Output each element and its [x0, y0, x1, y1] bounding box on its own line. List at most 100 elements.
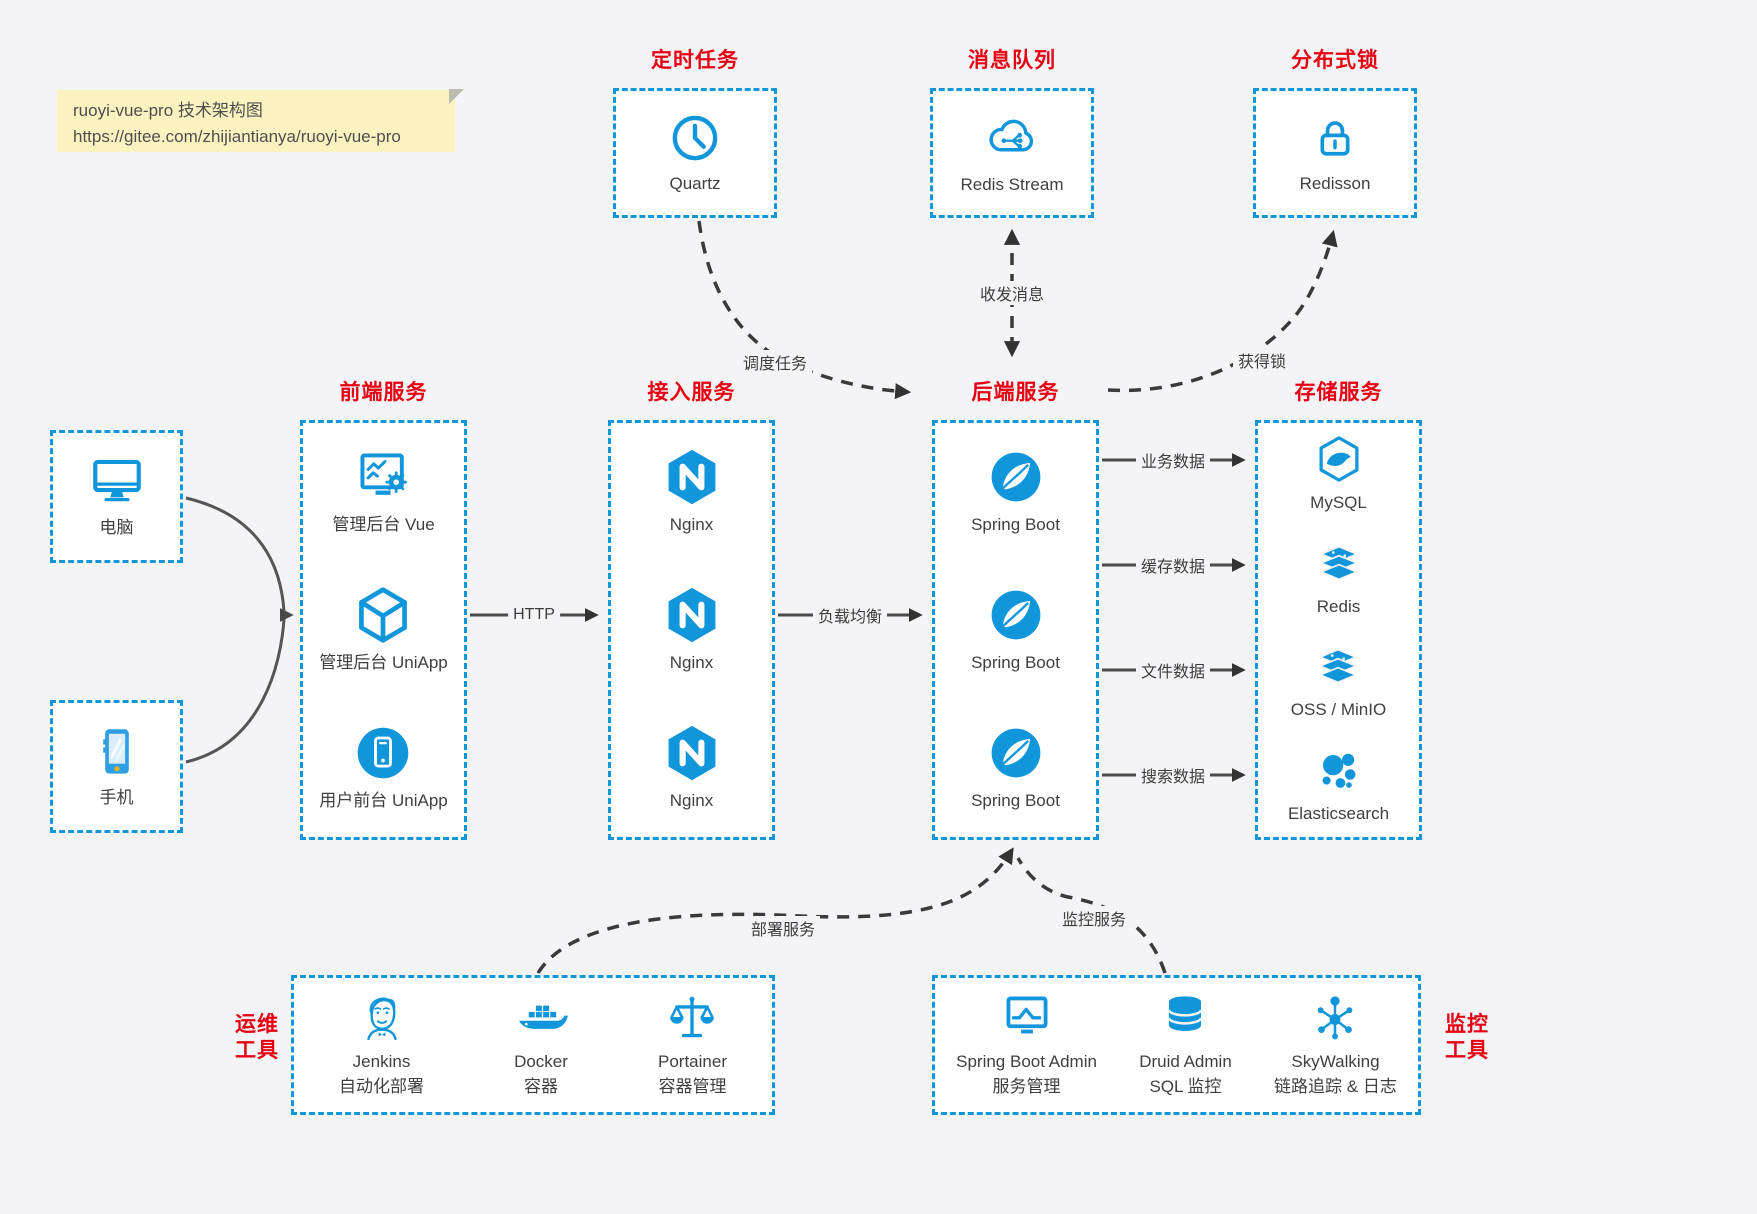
node-label: Druid Admin [1139, 1052, 1232, 1072]
node-label: Redis Stream [960, 174, 1064, 194]
frontend-item-user-uniapp: 用户前台 UniApp [319, 723, 448, 814]
section-title-distributed-lock: 分布式锁 [1291, 49, 1379, 72]
gateway-item-nginx-3: Nginx [662, 723, 722, 814]
node-label: Redisson [1299, 173, 1371, 193]
nginx-icon [662, 585, 722, 645]
docker-icon [519, 1005, 568, 1030]
edge-label-schedule: 调度任务 [737, 350, 813, 374]
edge-label-monitor: 监控服务 [1056, 906, 1132, 930]
gateway-item-nginx-1: Nginx [662, 447, 722, 538]
node-label: Quartz [669, 173, 721, 193]
arrow-lock [1107, 229, 1338, 393]
node-label: Docker [514, 1052, 568, 1072]
note-url: https://gitee.com/zhijiantianya/ruoyi-vu… [73, 127, 401, 147]
node-label: SkyWalking [1291, 1052, 1380, 1072]
edge-label-deploy: 部署服务 [745, 916, 821, 940]
arrow-computer-to-frontend [185, 496, 286, 612]
node-label: Jenkins [352, 1052, 411, 1072]
node-sublabel: 容器 [523, 1077, 558, 1096]
spring-icon [989, 727, 1042, 779]
spring-icon [989, 451, 1042, 503]
edge-label-messaging: 收发消息 [974, 281, 1050, 305]
section-title-storage: 存储服务 [1294, 381, 1383, 404]
mobile-circle-icon [356, 725, 411, 780]
backend-item-spring-2: Spring Boot [971, 585, 1060, 676]
section-title-message-queue: 消息队列 [968, 49, 1056, 72]
oss-stack-icon [1319, 649, 1358, 684]
phone-node: 手机 [50, 700, 183, 833]
redisson-node: Redisson [1253, 88, 1417, 218]
cloud-share-icon [989, 119, 1034, 152]
redis-stream-node: Redis Stream [930, 88, 1094, 218]
skywalking-icon [1316, 995, 1354, 1041]
node-label: Nginx [669, 514, 714, 534]
quartz-node: Quartz [613, 88, 777, 218]
node-sublabel: SQL 监控 [1149, 1077, 1222, 1096]
node-sublabel: 链路追踪 & 日志 [1274, 1077, 1397, 1096]
node-sublabel: 自动化部署 [339, 1077, 424, 1096]
springboot-admin-icon [1006, 996, 1047, 1036]
node-label: Redis [1316, 596, 1361, 616]
elasticsearch-icon [1323, 753, 1356, 788]
node-label: Nginx [669, 652, 714, 672]
edge-label-load-balance: 负载均衡 [812, 603, 888, 627]
ops-item-jenkins: Jenkins 自动化部署 [339, 990, 424, 1099]
storage-services-box: MySQL Redis OSS / MinIO Elasticsearch [1255, 420, 1422, 840]
ops-item-portainer: Portainer 容器管理 [658, 990, 727, 1099]
edge-label-cache-data: 缓存数据 [1135, 553, 1211, 577]
section-title-monitoring-tools: 监控 工具 [1445, 1013, 1489, 1063]
spring-icon [989, 589, 1042, 641]
node-label: Spring Boot [971, 790, 1060, 810]
ops-tools-box: Jenkins 自动化部署 Docker 容器 Portainer 容器管理 [291, 975, 775, 1115]
storage-item-oss-minio: OSS / MinIO [1291, 640, 1386, 723]
section-title-ops-tools: 运维 工具 [235, 1013, 279, 1063]
druid-icon [1168, 995, 1203, 1033]
monitoring-item-druid: Druid Admin SQL 监控 [1139, 990, 1232, 1099]
computer-node: 电脑 [50, 430, 183, 563]
frontend-item-admin-uniapp: 管理后台 UniApp [319, 585, 448, 676]
node-label: 手机 [99, 788, 134, 808]
frontend-services-box: 管理后台 Vue 管理后台 UniApp 用户前台 UniApp [300, 420, 467, 840]
section-title-frontend: 前端服务 [339, 381, 428, 404]
gateway-services-box: Nginx Nginx Nginx [608, 420, 775, 840]
redis-stack-icon [1319, 545, 1358, 580]
note-fold-corner [449, 89, 464, 104]
storage-item-redis: Redis [1313, 537, 1365, 620]
edge-label-business-data: 业务数据 [1135, 448, 1211, 472]
node-sublabel: 容器管理 [658, 1077, 727, 1096]
monitoring-tools-box: Spring Boot Admin 服务管理 Druid Admin SQL 监… [932, 975, 1421, 1115]
backend-item-spring-1: Spring Boot [971, 447, 1060, 538]
monitoring-item-skywalking: SkyWalking 链路追踪 & 日志 [1274, 990, 1397, 1099]
computer-icon [88, 452, 146, 510]
node-label: Nginx [669, 790, 714, 810]
node-label: Spring Boot [971, 514, 1060, 534]
node-label: 用户前台 UniApp [319, 790, 448, 810]
node-label: MySQL [1310, 493, 1367, 513]
arrow-phone-to-frontend [185, 618, 286, 764]
cube-icon [353, 585, 413, 645]
gateway-item-nginx-2: Nginx [662, 585, 722, 676]
lock-icon [1320, 120, 1350, 156]
edge-label-search-data: 搜索数据 [1135, 763, 1211, 787]
sticky-note: ruoyi-vue-pro 技术架构图 https://gitee.com/zh… [57, 89, 464, 152]
clock-icon [667, 110, 723, 166]
storage-item-mysql: MySQL [1310, 433, 1367, 516]
node-label: 电脑 [99, 518, 134, 538]
admin-vue-icon [359, 453, 408, 497]
node-label: Spring Boot [971, 652, 1060, 672]
mysql-icon [1319, 436, 1358, 483]
jenkins-icon [366, 997, 397, 1041]
monitoring-item-sba: Spring Boot Admin 服务管理 [956, 990, 1097, 1099]
edge-label-file-data: 文件数据 [1135, 658, 1211, 682]
nginx-icon [662, 723, 722, 783]
edge-label-http: HTTP [508, 606, 560, 624]
arrow-deploy [536, 847, 1014, 974]
section-title-backend: 后端服务 [971, 381, 1060, 404]
ops-item-docker: Docker 容器 [514, 990, 568, 1099]
section-title-scheduled-tasks: 定时任务 [651, 49, 739, 72]
backend-services-box: Spring Boot Spring Boot Spring Boot [932, 420, 1099, 840]
node-label: Portainer [658, 1052, 727, 1072]
portainer-icon [668, 995, 717, 1038]
storage-item-elasticsearch: Elasticsearch [1288, 744, 1389, 827]
